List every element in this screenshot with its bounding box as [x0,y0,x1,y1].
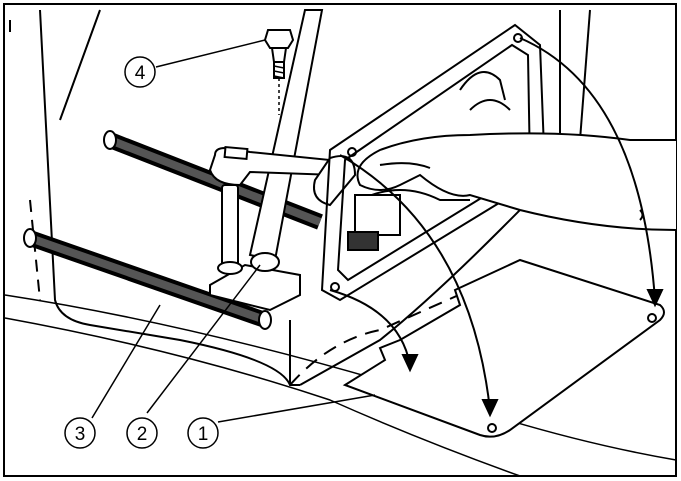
callout-1: 1 [187,417,219,449]
callout-4: 4 [124,56,156,88]
callout-1-label: 1 [198,424,209,445]
cover-plate [342,258,665,438]
callout-4-label: 4 [135,63,146,84]
callout-3: 3 [64,417,96,449]
hand [356,132,677,231]
callout-3-label: 3 [75,424,86,445]
motion-arrows [329,37,664,418]
callout-2-label: 2 [137,424,148,445]
bracket [209,9,324,312]
roller-bar [23,130,323,330]
callout-2: 2 [126,417,158,449]
leader-lines [91,39,376,423]
internal-wiring [347,71,511,251]
housing [9,9,591,386]
